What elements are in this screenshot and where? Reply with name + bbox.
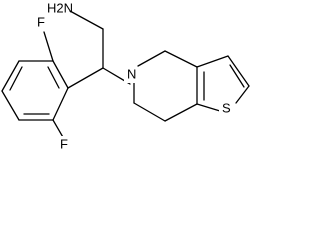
atom-labels: H2N F F N S	[34, 0, 235, 152]
bond-fluorine-bottom	[52, 119, 65, 140]
bond-c3-c2	[227, 55, 250, 87]
fluorine-top-label: F	[37, 14, 45, 29]
bond-phenyl-c4-c5	[1, 90, 20, 121]
bond-phenyl-c6-c1	[52, 87, 69, 121]
amine-label: H2N	[47, 0, 73, 15]
bond-phenyl-c3-c4	[1, 60, 20, 92]
bond-sulfur-c7a	[196, 103, 221, 112]
ring-nitrogen-label: N	[127, 66, 136, 81]
bond-amine-ch2	[69, 10, 104, 30]
chemical-structure: H2N F F N S	[1, 0, 250, 152]
bond-fluorine-top	[43, 31, 54, 62]
bond-phenyl-c1-c2	[52, 60, 69, 89]
fluorine-bottom-label: F	[60, 136, 68, 151]
bond-phenyl-double-2	[9, 66, 23, 91]
bond-nitrogen-c4	[137, 50, 166, 67]
bond-c3a-c3	[196, 55, 229, 68]
bond-c7-c6	[133, 102, 166, 122]
bond-c2-sulfur	[235, 85, 250, 104]
bond-c4-c3a	[164, 50, 198, 68]
bond-layer	[1, 10, 250, 140]
sulfur-label: S	[222, 100, 231, 115]
bond-phenyl-double-1	[47, 66, 60, 89]
bond-thiophene-double-2	[229, 64, 245, 88]
bond-ch-phenyl	[67, 67, 104, 89]
bond-c7a-c7	[164, 103, 198, 122]
